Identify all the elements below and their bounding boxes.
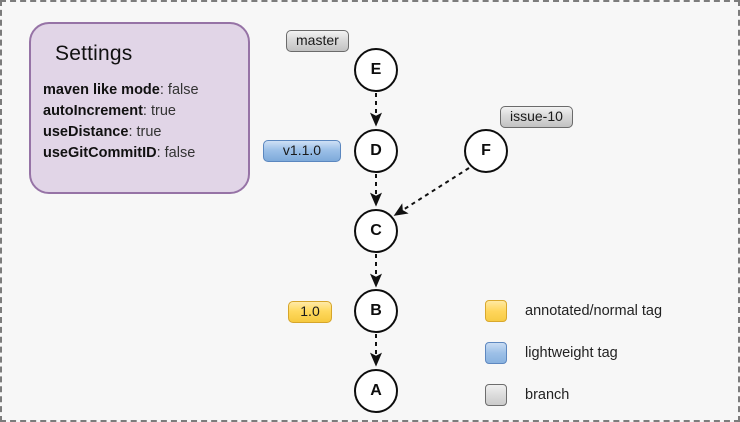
legend-row-branch: branch	[485, 384, 662, 406]
setting-key: autoIncrement	[43, 103, 143, 119]
settings-panel: Settings maven like mode: false autoIncr…	[29, 22, 250, 194]
setting-row: useGitCommitID: false	[41, 143, 240, 164]
commit-node-d[interactable]: D	[354, 129, 398, 173]
lightweight-tag-swatch-icon	[485, 342, 507, 364]
commit-node-c[interactable]: C	[354, 209, 398, 253]
setting-key: useDistance	[43, 124, 129, 140]
setting-row: maven like mode: false	[41, 80, 240, 101]
legend-row-lightweight-tag: lightweight tag	[485, 342, 662, 364]
commit-node-a[interactable]: A	[354, 369, 398, 413]
branch-label-issue-10[interactable]: issue-10	[500, 106, 573, 128]
legend: annotated/normal tag lightweight tag bra…	[485, 300, 662, 420]
legend-label: branch	[525, 387, 570, 403]
setting-value: : false	[159, 82, 199, 98]
tag-label-v1-1-0[interactable]: v1.1.0	[263, 140, 341, 162]
commit-node-f[interactable]: F	[464, 129, 508, 173]
settings-list: maven like mode: false autoIncrement: tr…	[41, 80, 240, 164]
tag-label-1-0[interactable]: 1.0	[288, 301, 332, 323]
setting-value: : true	[128, 124, 162, 140]
legend-row-annotated-tag: annotated/normal tag	[485, 300, 662, 322]
commit-node-b[interactable]: B	[354, 289, 398, 333]
branch-label-master[interactable]: master	[286, 30, 349, 52]
setting-row: useDistance: true	[41, 122, 240, 143]
setting-key: maven like mode	[43, 82, 160, 98]
setting-value: : true	[142, 103, 176, 119]
commit-node-e[interactable]: E	[354, 48, 398, 92]
setting-row: autoIncrement: true	[41, 101, 240, 122]
setting-value: : false	[156, 145, 196, 161]
legend-label: lightweight tag	[525, 345, 618, 361]
annotated-tag-swatch-icon	[485, 300, 507, 322]
setting-key: useGitCommitID	[43, 145, 157, 161]
edge-f-to-c	[393, 167, 470, 216]
legend-label: annotated/normal tag	[525, 303, 663, 319]
branch-swatch-icon	[485, 384, 507, 406]
settings-title: Settings	[55, 42, 133, 65]
